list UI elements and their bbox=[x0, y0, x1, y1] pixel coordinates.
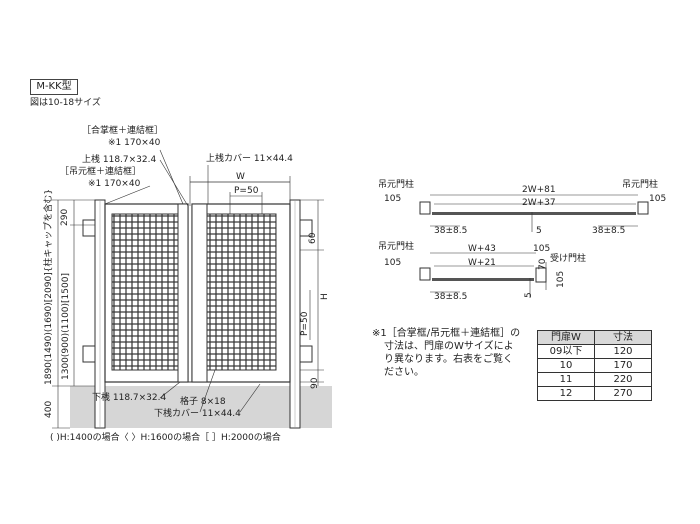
table-row: 12 270 bbox=[537, 386, 652, 401]
size-table: 門扉W 寸法 09以下 120 10 170 11 220 12 270 bbox=[537, 330, 652, 401]
plan-top-105-left: 105 bbox=[384, 194, 402, 204]
hinge-right-top bbox=[299, 219, 313, 237]
table-row: 09以下 120 bbox=[537, 344, 652, 359]
plan-bottom-w43: W+43 bbox=[468, 244, 496, 254]
label-kamisan: 上桟 118.7×32.4 bbox=[82, 155, 157, 165]
label-p50-top: P=50 bbox=[234, 186, 259, 196]
table-row: 11 220 bbox=[537, 372, 652, 387]
plan-top-38-right: 38±8.5 bbox=[592, 226, 626, 236]
label-tsurimoto-size: ※1 170×40 bbox=[88, 179, 141, 189]
left-leaf-grid bbox=[111, 213, 179, 371]
note-line-1: ※1［合掌框/吊元框＋連結框］の bbox=[372, 328, 521, 339]
plan-top-left-post bbox=[419, 201, 431, 215]
plan-bottom-leaf bbox=[432, 278, 534, 281]
model-title: M-KK型 bbox=[30, 79, 78, 95]
size-table-cell: 10 bbox=[537, 358, 595, 373]
size-table-cell: 11 bbox=[537, 372, 595, 387]
plan-top-leaves bbox=[432, 212, 636, 215]
ground-band bbox=[70, 386, 332, 428]
plan-bottom-5: 5 bbox=[524, 292, 534, 298]
size-table-header-w: 門扉W bbox=[537, 330, 595, 345]
plan-bottom-38: 38±8.5 bbox=[434, 292, 468, 302]
label-gassho-size: ※1 170×40 bbox=[108, 138, 161, 148]
drawing-subtitle: 図は10-18サイズ bbox=[30, 98, 101, 108]
plan-top-right-post bbox=[637, 201, 649, 215]
plan-bottom-receive-post bbox=[535, 267, 547, 283]
right-leaf-grid bbox=[206, 213, 277, 371]
plan-top-105-right: 105 bbox=[649, 194, 667, 204]
plan-top-5: 5 bbox=[536, 226, 542, 236]
note-line-3: り異なります。右表をご覧く bbox=[384, 354, 513, 365]
hinge-left-top bbox=[82, 219, 96, 237]
label-gassho-renketsu: ［合掌框＋連結框］ bbox=[82, 126, 164, 136]
table-row: 10 170 bbox=[537, 358, 652, 373]
plan-bottom-w21: W+21 bbox=[468, 258, 496, 268]
label-w: W bbox=[236, 172, 245, 182]
note-line-4: ださい。 bbox=[384, 367, 424, 378]
label-kamisan-cover: 上桟カバー 11×44.4 bbox=[206, 154, 293, 164]
plan-top-2w81: 2W+81 bbox=[522, 185, 556, 195]
plan-bottom-70: 70 bbox=[538, 258, 548, 270]
plan-bottom-105-top: 105 bbox=[533, 244, 551, 254]
note-line-2: 寸法は、門扉のWサイズによ bbox=[384, 341, 514, 352]
plan-bottom-left-post-label: 吊元門柱 bbox=[378, 242, 415, 252]
plan-top-left-post-label: 吊元門柱 bbox=[378, 180, 415, 190]
size-table-header-dim: 寸法 bbox=[594, 330, 652, 345]
label-tsurimoto-renketsu: ［吊元框＋連結框］ bbox=[60, 167, 142, 177]
footer-note: ( )H:1400の場合〈 〉H:1600の場合［ ］H:2000の場合 bbox=[50, 433, 281, 443]
label-shitasan-cover: 下桟カバー 11×44.4 bbox=[154, 409, 241, 419]
plan-top-38-left: 38±8.5 bbox=[434, 226, 468, 236]
size-table-header: 門扉W 寸法 bbox=[537, 330, 652, 345]
hinge-right-bottom bbox=[299, 345, 313, 363]
label-koshi: 格子 8×18 bbox=[180, 397, 226, 407]
plan-bottom-105-left: 105 bbox=[384, 258, 402, 268]
size-table-cell: 270 bbox=[594, 386, 652, 401]
hinge-left-bottom bbox=[82, 345, 96, 363]
label-shitasan: 下桟 118.7×32.4 bbox=[92, 393, 167, 403]
plan-bottom-left-post bbox=[419, 267, 431, 281]
size-table-cell: 09以下 bbox=[537, 344, 595, 359]
plan-bottom-receive-post-label: 受け門柱 bbox=[550, 254, 587, 264]
size-table-cell: 120 bbox=[594, 344, 652, 359]
plan-bottom-105-side: 105 bbox=[556, 270, 566, 288]
size-table-cell: 170 bbox=[594, 358, 652, 373]
size-table-cell: 220 bbox=[594, 372, 652, 387]
plan-top-2w37: 2W+37 bbox=[522, 198, 556, 208]
size-table-cell: 12 bbox=[537, 386, 595, 401]
plan-top-right-post-label: 吊元門柱 bbox=[622, 180, 659, 190]
